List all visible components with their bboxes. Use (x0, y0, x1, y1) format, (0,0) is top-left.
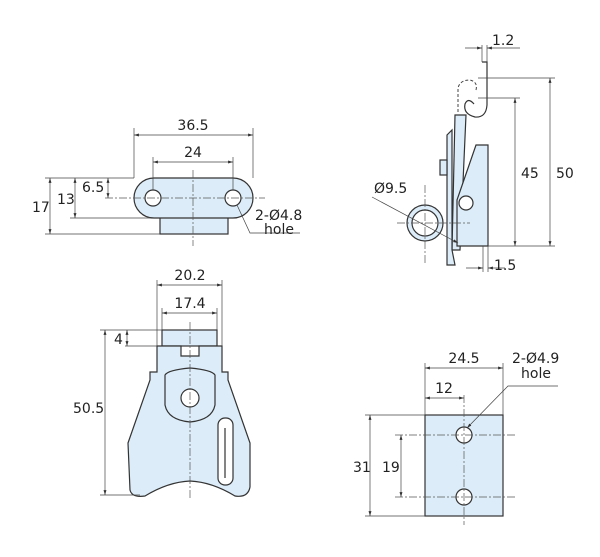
front-view: 20.2 17.4 4 50.5 (73, 268, 251, 500)
top-view: 36.5 24 17 13 6.5 2-Ø4.8 hole (32, 118, 302, 246)
pivot-hole (458, 195, 474, 211)
dim-thickness-base: 1.5 (494, 258, 516, 274)
dim-hole-pitch: 19 (382, 460, 400, 476)
rivet (439, 159, 448, 176)
dim-width-inner: 17.4 (174, 296, 205, 312)
dim-width-outer: 20.2 (174, 268, 205, 284)
dim-height-overall: 17 (32, 200, 50, 216)
dim-width: 24.5 (448, 351, 479, 367)
dim-height: 31 (353, 460, 371, 476)
hook-open-position (457, 79, 477, 112)
hole-note-suffix: hole (264, 222, 294, 238)
top-tab (161, 329, 218, 347)
dimension-lines (371, 45, 555, 272)
side-view: 1.2 45 50 Ø9.5 1.5 (371, 33, 574, 274)
dim-thickness-hook: 1.2 (492, 33, 514, 49)
dim-width-overall: 36.5 (177, 118, 208, 134)
hook (464, 61, 488, 118)
back-plate (446, 128, 456, 266)
boss (159, 216, 229, 235)
dim-height-plate: 13 (57, 192, 75, 208)
dim-height-overall: 50 (556, 166, 574, 182)
keeper-view: 24.5 12 31 19 2-Ø4.9 hole (353, 351, 559, 525)
lever (451, 114, 467, 251)
dimension-lines (45, 128, 300, 235)
hole-note: 2-Ø4.9 (512, 351, 559, 367)
swing-arm (164, 367, 216, 423)
keeper-block (456, 144, 489, 247)
dim-hole-offset: 12 (435, 381, 453, 397)
hole-note-suffix: hole (521, 366, 551, 382)
dim-ring-diameter: Ø9.5 (374, 181, 407, 197)
hole-note: 2-Ø4.8 (255, 208, 302, 224)
dim-tab-height: 4 (114, 332, 123, 348)
dimension-lines (365, 363, 558, 517)
dim-hole-pitch: 24 (184, 145, 202, 161)
dim-height-hook: 45 (521, 166, 539, 182)
dimension-lines (100, 280, 223, 496)
dim-height-overall: 50.5 (73, 401, 104, 417)
dim-hole-offset: 6.5 (82, 180, 104, 196)
